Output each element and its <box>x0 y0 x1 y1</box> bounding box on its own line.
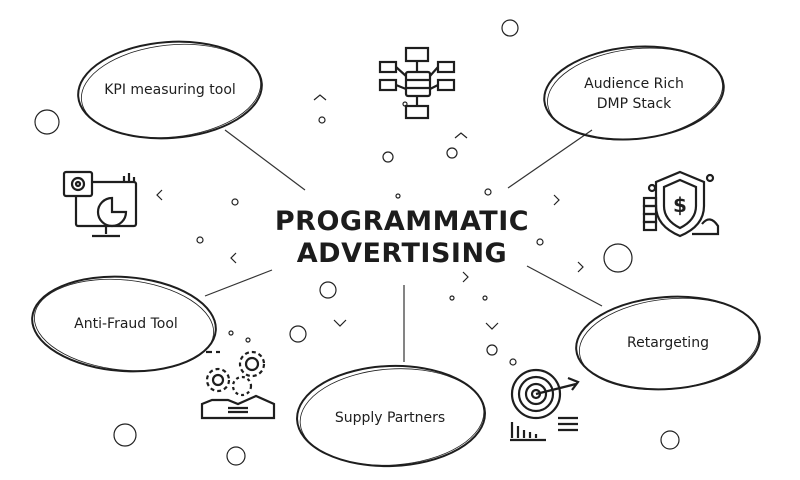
gears-handshake-icon <box>200 350 276 420</box>
antifraud-bubble <box>31 275 217 373</box>
svg-text:$: $ <box>673 193 687 217</box>
node-label-kpi: KPI measuring tool <box>104 82 236 98</box>
node-label-audience-line2: DMP Stack <box>596 96 672 112</box>
title-line2: ADVERTISING <box>296 238 508 269</box>
connector-retargeting <box>526 265 603 307</box>
retargeting-bubble-stroke2 <box>578 297 760 391</box>
decorative-circles <box>34 19 680 466</box>
node-label-audience-line1: Audience Rich <box>584 76 684 92</box>
connector-antifraud <box>204 269 273 297</box>
kpi-bubble <box>77 40 263 140</box>
target-chart-icon <box>510 368 580 442</box>
connector-audience <box>507 129 593 189</box>
security-shield-dollar-icon: $ <box>642 170 720 238</box>
monitor-analytics-icon <box>62 170 138 238</box>
supply-bubble-stroke2 <box>299 368 485 466</box>
diagram-title: PROGRAMMATIC ADVERTISING <box>232 206 572 270</box>
decorative-chevrons <box>156 94 584 330</box>
node-label-retargeting: Retargeting <box>627 335 709 351</box>
node-label-supply: Supply Partners <box>334 410 446 426</box>
kpi-bubble-stroke2 <box>80 43 262 139</box>
title-line1: PROGRAMMATIC <box>274 206 530 237</box>
audience-bubble-stroke2 <box>547 47 723 141</box>
antifraud-bubble-stroke2 <box>33 278 215 372</box>
connector-kpi <box>224 129 306 191</box>
node-label-audience: Audience Rich DMP Stack <box>548 74 720 114</box>
supply-bubble <box>296 364 486 468</box>
node-label-antifraud: Anti-Fraud Tool <box>74 316 178 332</box>
server-network-icon <box>378 46 456 120</box>
